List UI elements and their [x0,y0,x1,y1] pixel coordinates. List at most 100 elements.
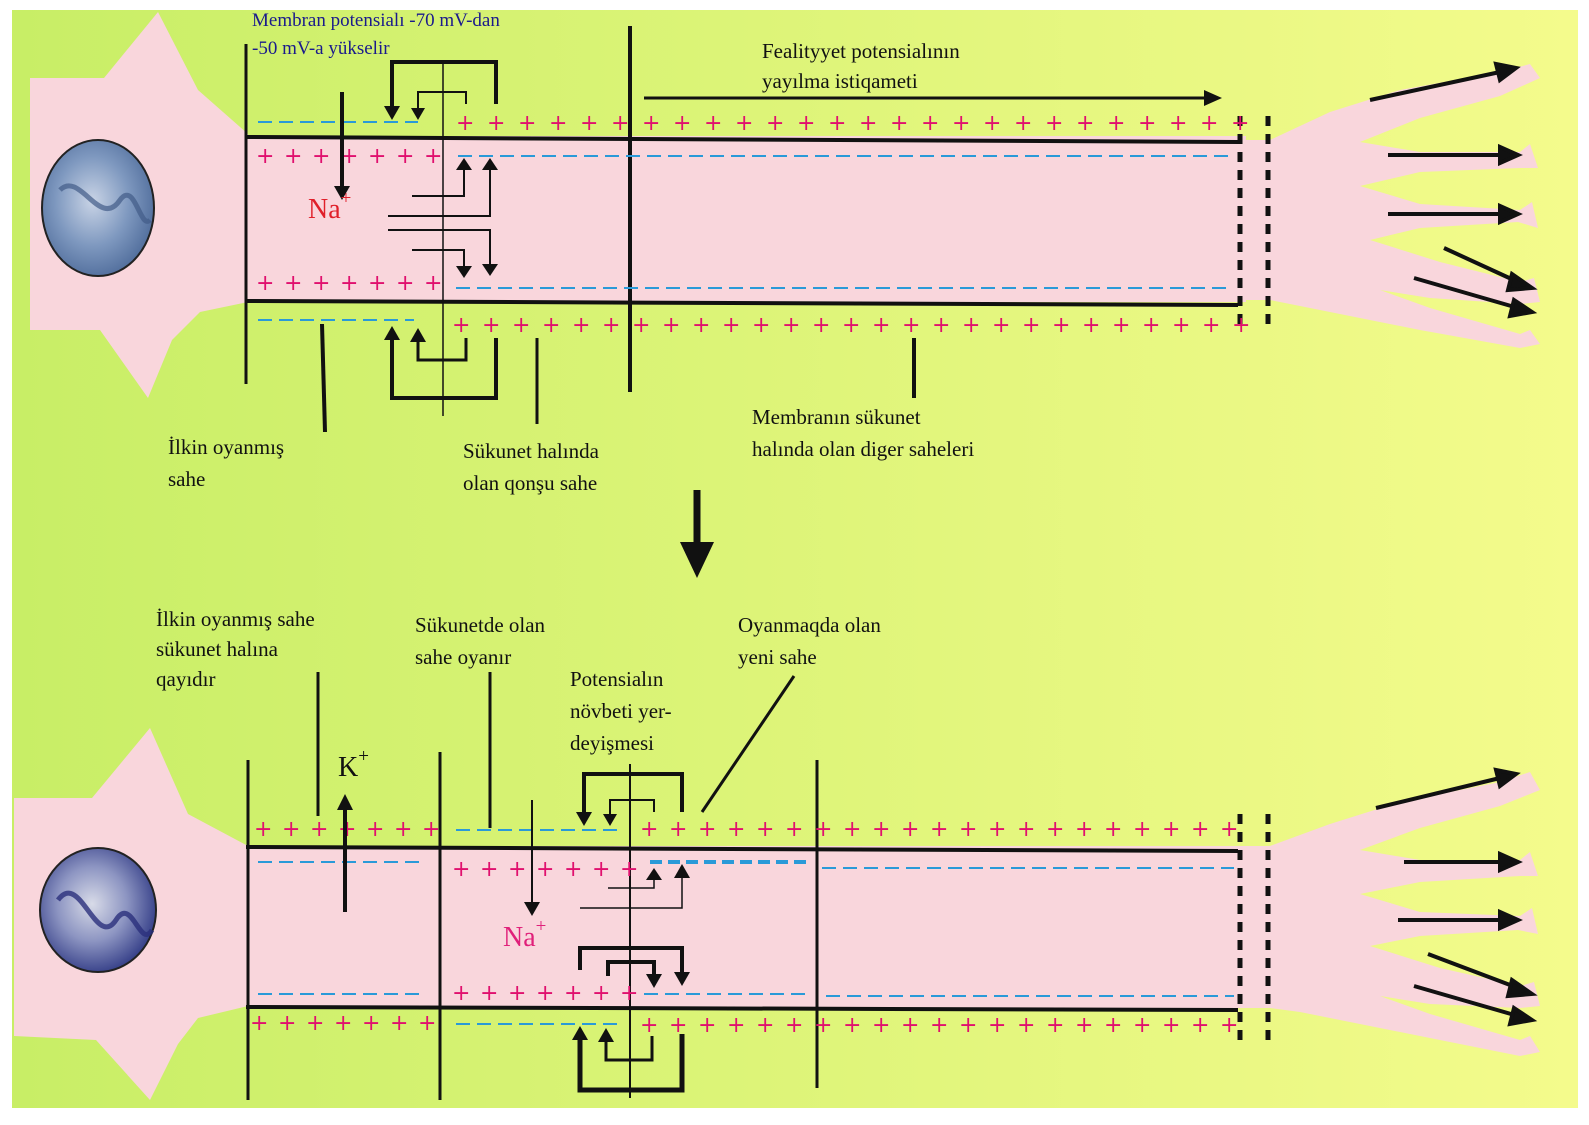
plus-sign: + [340,271,358,296]
nucleus-icon-bottom [40,848,156,972]
plus-sign: + [487,111,505,136]
plus-sign: + [872,817,890,842]
plus-sign: + [692,313,710,338]
new-site-label-line2: yeni sahe [738,645,817,669]
being-excited-label-line1: Sükunetde olan [415,613,546,637]
other-rest-label-line2: halında olan diger saheleri [752,437,974,461]
plus-sign: + [602,313,620,338]
plus-sign: + [518,111,536,136]
plus-sign: + [312,144,330,169]
plus-sign: + [549,111,567,136]
returning-label-line2: sükunet halına [156,637,279,661]
plus-sign: + [564,857,582,882]
plus-sign: + [536,857,554,882]
plus-sign: + [959,1013,977,1038]
plus-sign: + [1104,817,1122,842]
plus-sign: + [512,313,530,338]
plus-sign: + [828,111,846,136]
membrane-note-line2: -50 mV-a yükselir [252,38,390,59]
bottom-axon [246,846,1246,1008]
plus-sign: + [921,111,939,136]
plus-sign: + [452,857,470,882]
plus-sign: + [1046,1013,1064,1038]
plus-sign: + [1162,817,1180,842]
plus-sign: + [306,1011,324,1036]
plus-sign: + [662,313,680,338]
plus-sign: + [256,144,274,169]
plus-sign: + [698,817,716,842]
plus-sign: + [592,981,610,1006]
plus-sign: + [1231,111,1249,136]
plus-sign: + [1133,817,1151,842]
neighbor-rest-label-line2: olan qonşu sahe [463,471,597,495]
plus-sign: + [901,817,919,842]
plus-sign: + [842,313,860,338]
plus-sign: + [812,313,830,338]
plus-sign: + [452,313,470,338]
plus-sign: + [669,817,687,842]
plus-sign: + [902,313,920,338]
shift-label-line3: deyişmesi [570,731,654,755]
plus-sign: + [256,271,274,296]
returning-label-line3: qayıdır [156,667,215,691]
plus-sign: + [959,817,977,842]
plus-sign: + [756,817,774,842]
plus-sign: + [814,817,832,842]
plus-sign: + [1104,1013,1122,1038]
plus-sign: + [456,111,474,136]
plus-sign: + [254,817,272,842]
plus-sign: + [797,111,815,136]
plus-sign: + [872,1013,890,1038]
plus-sign: + [1112,313,1130,338]
plus-sign: + [983,111,1001,136]
plus-sign: + [814,1013,832,1038]
plus-sign: + [766,111,784,136]
plus-sign: + [284,144,302,169]
plus-sign: + [962,313,980,338]
plus-sign: + [642,111,660,136]
other-rest-label-line1: Membranın sükunet [752,405,921,429]
plus-sign: + [1172,313,1190,338]
plus-sign: + [1133,1013,1151,1038]
plus-sign: + [727,1013,745,1038]
plus-sign: + [572,313,590,338]
plus-sign: + [1232,313,1250,338]
plus-sign: + [480,857,498,882]
plus-sign: + [988,1013,1006,1038]
plus-sign: + [508,981,526,1006]
plus-sign: + [1142,313,1160,338]
plus-sign: + [669,1013,687,1038]
returning-label-line1: İlkin oyanmış sahe [156,607,315,631]
plus-sign: + [1082,313,1100,338]
plus-sign: + [785,1013,803,1038]
plus-sign: + [366,817,384,842]
plus-sign: + [901,1013,919,1038]
plus-sign: + [338,817,356,842]
plus-sign: + [312,271,330,296]
plus-sign: + [988,817,1006,842]
plus-sign: + [756,1013,774,1038]
plus-sign: + [250,1011,268,1036]
plus-sign: + [1052,313,1070,338]
new-site-label-line1: Oyanmaqda olan [738,613,881,637]
plus-sign: + [422,817,440,842]
plus-sign: + [536,981,554,1006]
plus-sign: + [396,271,414,296]
plus-sign: + [394,817,412,842]
plus-sign: + [992,313,1010,338]
plus-sign: + [334,1011,352,1036]
plus-sign: + [735,111,753,136]
plus-sign: + [785,817,803,842]
plus-sign: + [1045,111,1063,136]
plus-sign: + [932,313,950,338]
plus-sign: + [843,1013,861,1038]
initial-site-label-line1: İlkin oyanmış [168,435,284,459]
plus-sign: + [632,313,650,338]
plus-sign: + [673,111,691,136]
plus-sign: + [368,144,386,169]
plus-sign: + [611,111,629,136]
plus-sign: + [620,981,638,1006]
plus-sign: + [859,111,877,136]
plus-sign: + [424,271,442,296]
plus-sign: + [1220,817,1238,842]
